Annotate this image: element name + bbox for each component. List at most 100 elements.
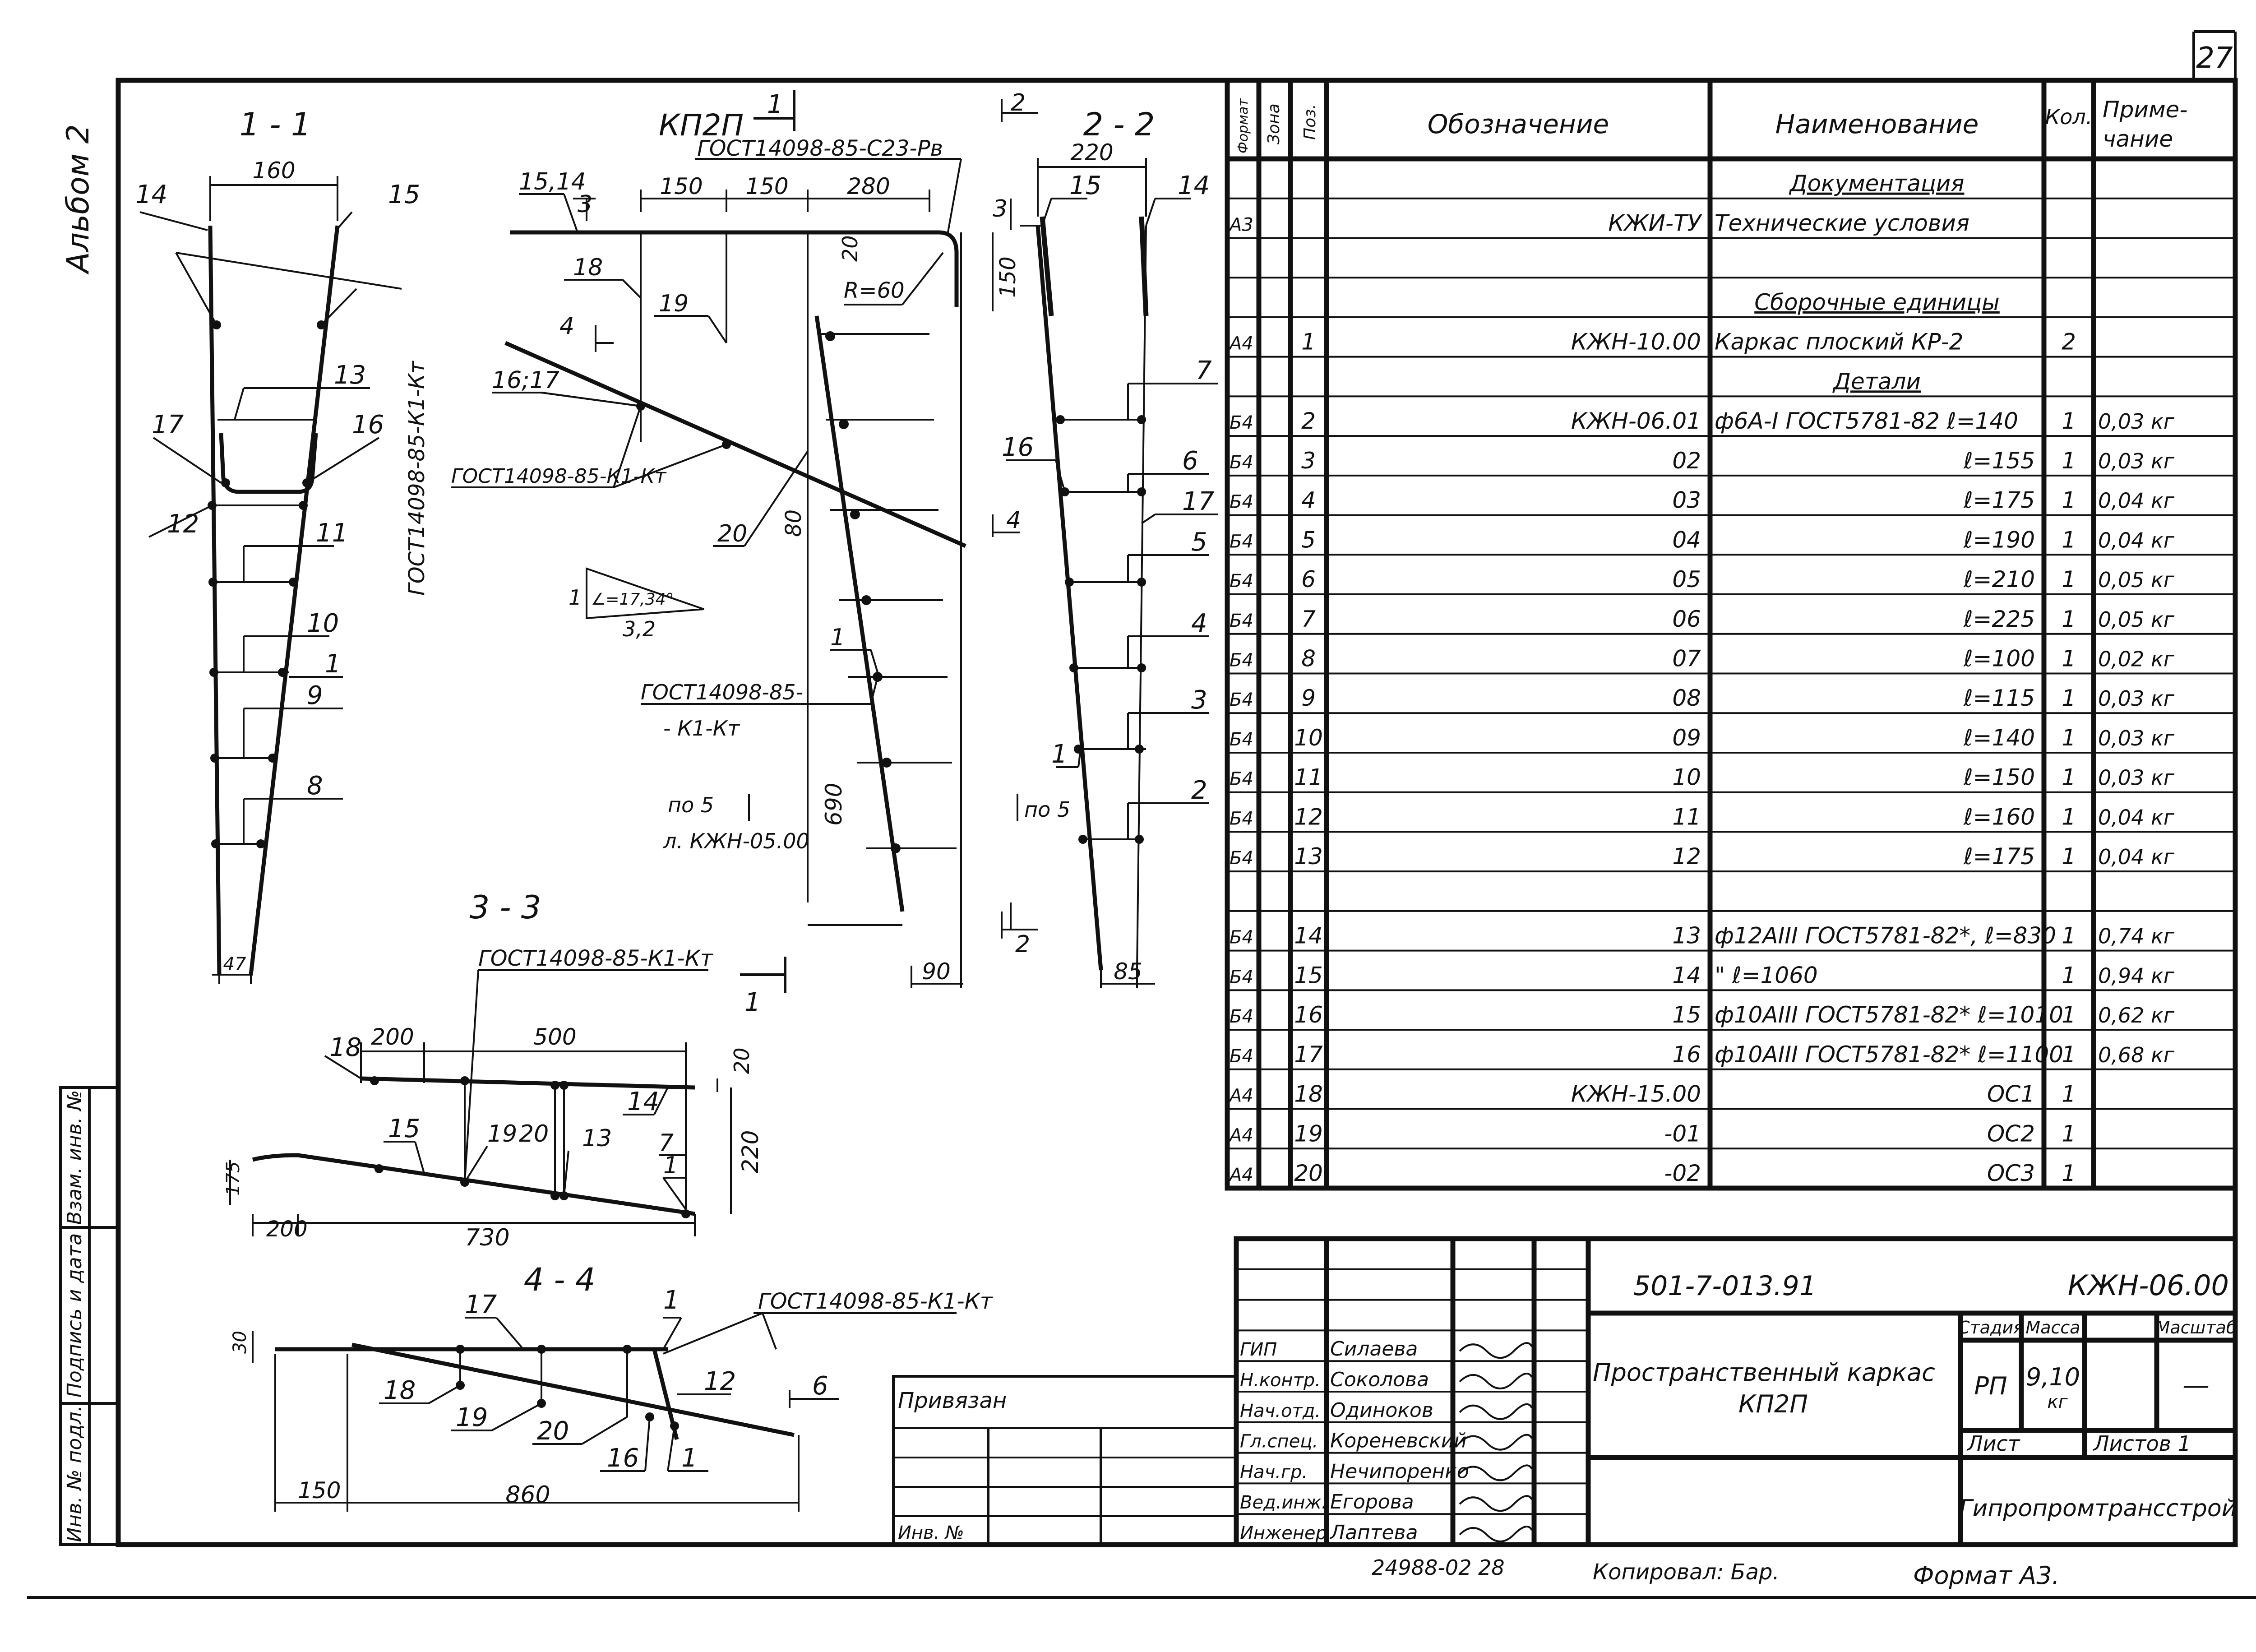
note-gost: ГОСТ14098-85-К1-Кт bbox=[478, 946, 714, 971]
callout-14: 14 bbox=[627, 1087, 659, 1116]
callout-18: 18 bbox=[329, 1033, 361, 1062]
signer-role: Н.контр. bbox=[1240, 1370, 1321, 1391]
cell-position: 18 bbox=[1294, 1081, 1323, 1107]
cell-quantity: 1 bbox=[2062, 1160, 2076, 1186]
callout-10: 10 bbox=[307, 609, 339, 638]
callout-16: 16 bbox=[1002, 433, 1034, 462]
cell-designation: 15 bbox=[1672, 1002, 1701, 1028]
dim-500: 500 bbox=[533, 1024, 576, 1050]
cell-position: 2 bbox=[1301, 408, 1316, 434]
callout-8: 8 bbox=[307, 771, 323, 801]
cell-position: 13 bbox=[1294, 843, 1323, 870]
callout-3: 3 bbox=[578, 191, 592, 218]
dim-85: 85 bbox=[1114, 958, 1142, 985]
document-code: КЖН-06.00 bbox=[2068, 1269, 2229, 1302]
cell-format: Б4 bbox=[1230, 452, 1253, 473]
note-gost-k1: ГОСТ14098-85-К1-Кт bbox=[404, 360, 430, 596]
callout-20: 20 bbox=[519, 1120, 549, 1148]
cell-note: 0,03 кг bbox=[2098, 766, 2175, 790]
cell-format: Б4 bbox=[1230, 531, 1253, 552]
cell-name: ф10АIII ГОСТ5781-82* ℓ=1100 bbox=[1715, 1041, 2063, 1068]
cell-quantity: 1 bbox=[2062, 1081, 2076, 1107]
cell-note: 0,04 кг bbox=[2098, 528, 2175, 552]
organization: Гипропромтрансстрой bbox=[1960, 1495, 2237, 1522]
format-label: Формат А3. bbox=[1913, 1561, 2060, 1590]
cell-format: Б4 bbox=[1230, 571, 1253, 592]
cell-quantity: 2 bbox=[2062, 329, 2076, 355]
project-code: 501-7-013.91 bbox=[1633, 1270, 1817, 1302]
dim-200a: 200 bbox=[371, 1024, 414, 1050]
dim-860: 860 bbox=[505, 1481, 550, 1509]
cell-format: А4 bbox=[1228, 1165, 1253, 1185]
dim-730: 730 bbox=[465, 1224, 509, 1251]
callout-14: 14 bbox=[1178, 171, 1210, 200]
callout-3: 3 bbox=[1191, 685, 1207, 715]
dim-150a: 150 bbox=[660, 173, 703, 199]
view-kp2p: КП2П 1 ГОСТ14098-85-С23-Рв 150 150 280 bbox=[451, 89, 1042, 988]
signer-name: Одиноков bbox=[1330, 1399, 1433, 1422]
callout-3b: 3 bbox=[993, 195, 1008, 222]
cell-designation: КЖИ-ТУ bbox=[1608, 210, 1702, 236]
cell-designation: 16 bbox=[1672, 1041, 1701, 1068]
cell-name: Технические условия bbox=[1715, 210, 1969, 236]
header-name: Наименование bbox=[1775, 109, 1979, 139]
callout-15: 15 bbox=[388, 180, 420, 209]
header-format: Формат bbox=[1235, 98, 1251, 153]
signer-row: Гл.спец.Кореневский bbox=[1240, 1430, 1533, 1453]
callout-16: 16 bbox=[352, 410, 384, 440]
slope-rise: 1 bbox=[569, 585, 582, 610]
cell-position: 6 bbox=[1301, 566, 1316, 592]
dim-690: 690 bbox=[821, 783, 847, 826]
callout-16-17: 16;17 bbox=[492, 367, 559, 394]
scale-label: Масштаб bbox=[2155, 1318, 2237, 1337]
cell-position: 19 bbox=[1294, 1120, 1323, 1147]
cell-note: 0,68 кг bbox=[2098, 1043, 2175, 1067]
cell-name: ф10АIII ГОСТ5781-82* ℓ=1010 bbox=[1715, 1002, 2063, 1028]
stamp-inv-orig: Инв. № подл. bbox=[63, 1405, 86, 1542]
cell-designation: 02 bbox=[1672, 448, 1701, 474]
signature-mark bbox=[1459, 1342, 1533, 1359]
section-heading: Документация bbox=[1789, 171, 1965, 197]
sheets-count: Листов 1 bbox=[2093, 1431, 2191, 1456]
signature-mark bbox=[1459, 1434, 1533, 1451]
spec-row: Детали bbox=[1832, 368, 1921, 394]
dim-47: 47 bbox=[223, 954, 246, 975]
signer-name: Егорова bbox=[1330, 1490, 1414, 1513]
cell-quantity: 1 bbox=[2062, 685, 2076, 711]
signer-row: Нач.гр.Нечипоренко bbox=[1240, 1460, 1533, 1483]
cell-position: 14 bbox=[1294, 923, 1323, 949]
dim-150: 150 bbox=[298, 1477, 341, 1504]
cell-designation: 04 bbox=[1672, 527, 1701, 553]
cell-format: Б4 bbox=[1230, 808, 1253, 829]
cell-quantity: 1 bbox=[2062, 923, 2076, 949]
cell-quantity: 1 bbox=[2062, 843, 2076, 870]
callout-20: 20 bbox=[537, 1416, 569, 1446]
callout-4: 4 bbox=[559, 313, 574, 340]
callout-18: 18 bbox=[384, 1376, 416, 1405]
album-label: Альбом 2 bbox=[60, 124, 96, 275]
note-gost-c23: ГОСТ14098-85-С23-Рв bbox=[697, 136, 943, 161]
cell-quantity: 1 bbox=[2062, 1002, 2076, 1028]
cell-name: " ℓ=1060 bbox=[1715, 962, 1818, 988]
callout-18: 18 bbox=[573, 254, 603, 281]
callout-17: 17 bbox=[1182, 487, 1215, 516]
cell-designation: 10 bbox=[1672, 764, 1701, 791]
cell-designation: КЖН-10.00 bbox=[1571, 329, 1701, 355]
cell-quantity: 1 bbox=[2062, 1041, 2076, 1068]
archive-number: 24988-02 28 bbox=[1372, 1555, 1505, 1580]
dim-220: 220 bbox=[737, 1130, 763, 1173]
cell-position: 16 bbox=[1294, 1002, 1323, 1028]
cell-designation: 13 bbox=[1672, 923, 1701, 949]
header-note-2: чание bbox=[2103, 126, 2173, 152]
signer-row: Вед.инж.Егорова bbox=[1240, 1490, 1533, 1513]
